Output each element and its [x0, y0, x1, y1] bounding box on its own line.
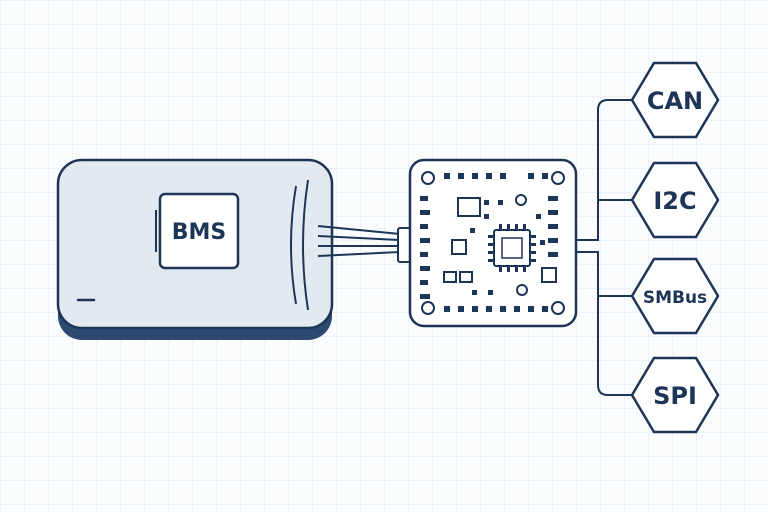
mounting-hole — [421, 301, 435, 315]
board-pad — [536, 214, 541, 219]
protocol-smbus: SMBus — [630, 257, 720, 335]
board-pad — [420, 196, 428, 201]
board-component — [515, 194, 527, 206]
chip-pin — [523, 267, 526, 272]
battery-pack-curve — [290, 185, 297, 305]
bus-line-spi — [576, 251, 632, 396]
cable — [317, 225, 411, 263]
board-pad — [484, 200, 489, 205]
board-pad — [420, 252, 428, 257]
chip-pin — [499, 267, 502, 272]
board-pad — [470, 228, 475, 233]
board-pad — [548, 224, 558, 229]
protocol-label-spi: SPI — [653, 382, 697, 410]
chip-pin — [507, 224, 510, 229]
board-main-chip-core — [501, 237, 523, 259]
board-pad — [514, 306, 520, 312]
board-pad — [420, 210, 430, 215]
battery-pack: BMS — [56, 158, 334, 340]
mounting-hole — [421, 171, 435, 185]
board-pad — [472, 173, 478, 179]
board-pad — [420, 280, 428, 285]
protocol-label-can: CAN — [647, 87, 703, 115]
protocol-hexagon — [630, 257, 720, 335]
chip-pin — [531, 235, 536, 238]
protocol-hexagon — [630, 61, 720, 139]
board-pad — [542, 306, 548, 312]
board-component — [516, 284, 528, 296]
board-pads — [420, 173, 558, 312]
protocol-label-smbus: SMBus — [643, 288, 707, 308]
board-component — [443, 271, 457, 283]
board-pad — [484, 214, 489, 219]
battery-pack-curve — [302, 179, 309, 311]
protocol-spi: SPI — [630, 356, 720, 434]
board-pad — [458, 306, 464, 312]
board-pad — [458, 173, 464, 179]
chip-pin — [488, 235, 493, 238]
board-pad — [486, 306, 492, 312]
bus-lines — [576, 99, 632, 396]
chip-pin — [488, 259, 493, 262]
chip-pin — [488, 251, 493, 254]
board-pad — [420, 266, 430, 271]
board-pad — [542, 173, 548, 179]
board-pad — [540, 240, 545, 245]
board-chip-pins — [488, 224, 536, 272]
board-component — [459, 271, 473, 283]
board-pad — [500, 173, 506, 179]
chip-pin — [531, 251, 536, 254]
cable-wire — [317, 235, 401, 241]
board-pad — [548, 196, 558, 201]
board-pad — [528, 306, 534, 312]
protocol-hexagon — [630, 356, 720, 434]
board-pad — [444, 306, 450, 312]
bms-chip — [158, 192, 240, 270]
protocol-i2c: I2C — [630, 161, 720, 239]
board-component — [457, 197, 481, 217]
chip-pin — [515, 224, 518, 229]
board-pad — [420, 238, 430, 243]
cable-wire — [317, 225, 401, 235]
board-pad — [472, 306, 478, 312]
chip-pin — [531, 243, 536, 246]
protocol-hexagon — [630, 161, 720, 239]
board-pad — [488, 290, 493, 295]
protocol-can: CAN — [630, 61, 720, 139]
mounting-hole — [551, 171, 565, 185]
cable-wire — [317, 251, 401, 257]
board-component — [541, 267, 557, 283]
board-pad — [420, 224, 428, 229]
chip-pin — [531, 259, 536, 262]
board-pad — [444, 173, 450, 179]
board-pad — [500, 306, 506, 312]
board-pad — [420, 294, 430, 299]
board-pad — [486, 173, 492, 179]
chip-pin — [499, 224, 502, 229]
board-component — [451, 239, 467, 255]
protocol-label-i2c: I2C — [653, 187, 696, 215]
board-pad — [528, 173, 534, 179]
board-pad — [548, 210, 558, 215]
bms-label: BMS — [172, 220, 227, 245]
chip-pin — [523, 224, 526, 229]
board-pad — [472, 290, 477, 295]
chip-pin — [488, 243, 493, 246]
cable-connector — [397, 227, 411, 263]
circuit-board — [408, 158, 578, 328]
bus-line-can — [576, 99, 632, 241]
board-pad — [548, 252, 558, 257]
board-pad — [548, 238, 558, 243]
mounting-hole — [551, 301, 565, 315]
chip-pin — [515, 267, 518, 272]
board-pad — [498, 200, 503, 205]
chip-pin — [507, 267, 510, 272]
